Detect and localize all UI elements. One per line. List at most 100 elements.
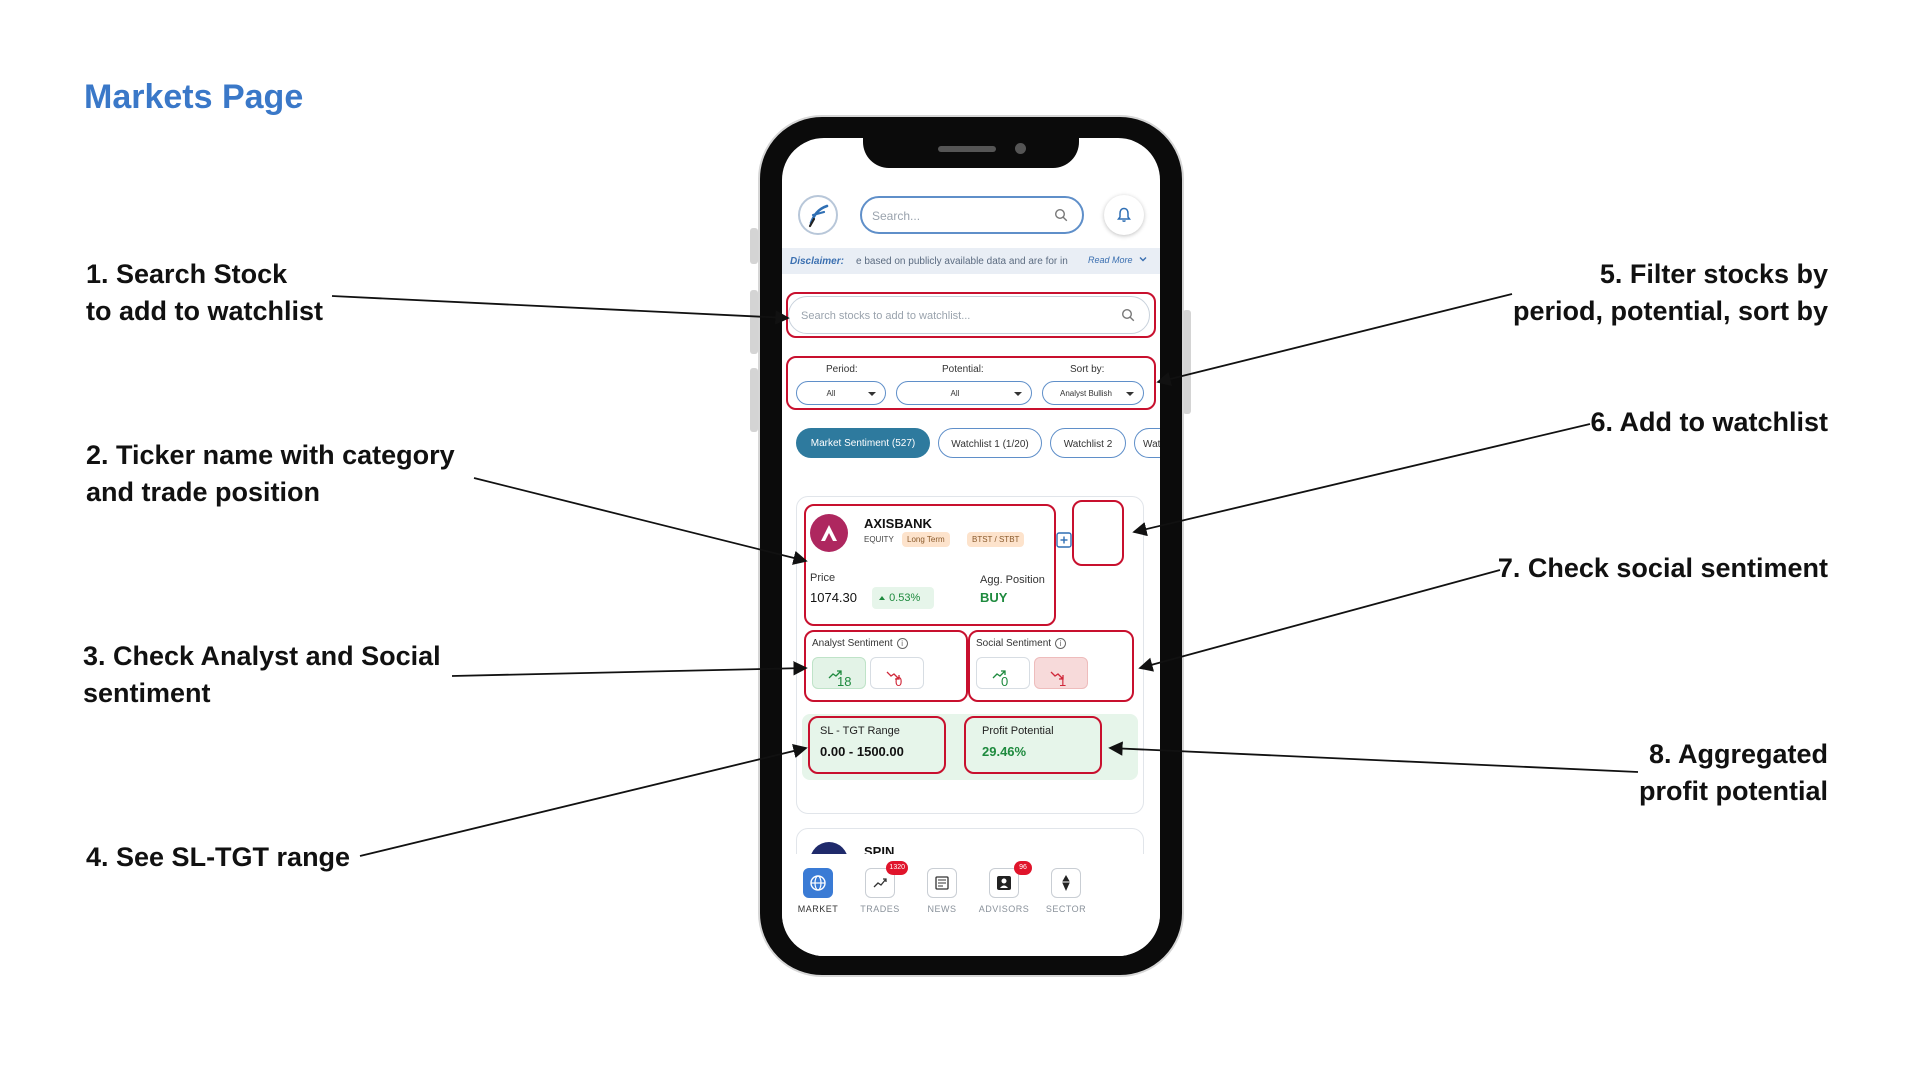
notification-badge: 1320 bbox=[886, 861, 908, 875]
logo-icon bbox=[808, 204, 829, 228]
tab-label: Market Sentiment (527) bbox=[810, 438, 916, 449]
trade-tag-label: BTST / STBT bbox=[972, 535, 1020, 544]
notifications-button[interactable] bbox=[1104, 195, 1144, 235]
sort-filter-label: Sort by: bbox=[1070, 364, 1105, 375]
globe-icon bbox=[803, 868, 833, 898]
nav-label: NEWS bbox=[927, 904, 957, 914]
nav-market[interactable]: MARKET bbox=[788, 868, 848, 914]
phone-screen: Search... Disclaimer: e based on publicl… bbox=[782, 138, 1160, 956]
potential-dropdown[interactable]: All bbox=[896, 381, 1032, 405]
watchlist-search-input[interactable]: Search stocks to add to watchlist... bbox=[788, 296, 1150, 334]
tab-market-sentiment[interactable]: Market Sentiment (527) bbox=[796, 428, 930, 458]
callout-profit-potential: 8. Aggregated profit potential bbox=[1480, 736, 1828, 810]
price-change-badge: 0.53% bbox=[872, 587, 934, 609]
info-icon[interactable]: i bbox=[896, 638, 908, 649]
callout-line: and trade position bbox=[86, 477, 321, 507]
social-bullish-pill[interactable]: 0 bbox=[976, 657, 1030, 689]
callout-line: 5. Filter stocks by bbox=[1599, 259, 1828, 289]
period-filter-label: Period: bbox=[826, 364, 858, 375]
callout-line: to add to watchlist bbox=[86, 296, 324, 326]
phone-volume-down-button bbox=[750, 368, 758, 432]
analyst-sentiment-text: Analyst Sentiment bbox=[812, 638, 893, 650]
callout-line: 4. See SL-TGT range bbox=[86, 842, 351, 872]
disclaimer-text: e based on publicly available data and a… bbox=[856, 256, 1068, 267]
leader-line-5 bbox=[1156, 293, 1513, 386]
phone-camera bbox=[1015, 143, 1026, 154]
leader-line-2 bbox=[473, 477, 808, 565]
leader-line-7 bbox=[1138, 569, 1501, 672]
search-icon bbox=[1054, 208, 1068, 222]
trade-tag: BTST / STBT bbox=[967, 532, 1025, 547]
add-to-watchlist-icon[interactable] bbox=[1056, 532, 1072, 548]
nav-news[interactable]: NEWS bbox=[912, 868, 972, 914]
potential-filter-label: Potential: bbox=[942, 364, 984, 375]
period-dropdown[interactable]: All bbox=[796, 381, 886, 405]
analyst-bullish-count: 18 bbox=[837, 674, 852, 689]
term-tag: Long Term bbox=[902, 532, 950, 547]
trend-up-icon bbox=[828, 669, 842, 679]
app-logo[interactable] bbox=[798, 195, 838, 235]
nav-trades[interactable]: 1320 TRADES bbox=[850, 861, 910, 914]
callout-line: sentiment bbox=[83, 678, 211, 708]
sltgt-value: 0.00 - 1500.00 bbox=[820, 744, 904, 759]
callout-line: 3. Check Analyst and Social bbox=[83, 641, 441, 671]
highlight-sltgt bbox=[808, 716, 946, 774]
callout-add-watchlist: 6. Add to watchlist bbox=[1480, 404, 1828, 441]
callout-line: 6. Add to watchlist bbox=[1590, 407, 1828, 437]
callout-filter-stocks: 5. Filter stocks by period, potential, s… bbox=[1480, 256, 1828, 330]
global-search-input[interactable]: Search... bbox=[860, 196, 1084, 234]
analyst-bearish-pill[interactable]: 0 bbox=[870, 657, 924, 689]
highlight-ticker bbox=[804, 504, 1056, 626]
info-icon[interactable]: i bbox=[1055, 638, 1067, 649]
tab-watchlist-3[interactable]: Watc bbox=[1134, 428, 1160, 458]
category-label: EQUITY bbox=[864, 535, 894, 544]
highlight-profit-potential bbox=[964, 716, 1102, 774]
tab-watchlist-2[interactable]: Watchlist 2 bbox=[1050, 428, 1126, 458]
period-value: All bbox=[826, 389, 836, 398]
search-icon bbox=[1121, 308, 1135, 322]
price-value: 1074.30 bbox=[810, 590, 857, 605]
price-change-value: 0.53% bbox=[889, 592, 921, 604]
sltgt-label: SL - TGT Range bbox=[820, 725, 900, 737]
analyst-bullish-pill[interactable]: 18 bbox=[812, 657, 866, 689]
page-title: Markets Page bbox=[84, 78, 304, 116]
callout-sl-tgt: 4. See SL-TGT range bbox=[86, 839, 350, 876]
highlight-filters bbox=[786, 356, 1156, 410]
notification-badge: 96 bbox=[1014, 861, 1032, 875]
sort-dropdown[interactable]: Analyst Bullish bbox=[1042, 381, 1144, 405]
newspaper-icon bbox=[927, 868, 957, 898]
nav-label: MARKET bbox=[797, 904, 839, 914]
highlight-watchlist-search bbox=[786, 292, 1156, 338]
leader-line-4 bbox=[359, 743, 808, 857]
callout-ticker-name: 2. Ticker name with category and trade p… bbox=[86, 437, 455, 511]
callout-line: period, potential, sort by bbox=[1512, 296, 1828, 326]
social-bearish-pill[interactable]: 1 bbox=[1034, 657, 1088, 689]
caret-down-icon bbox=[1014, 392, 1022, 396]
sector-icon bbox=[1051, 868, 1081, 898]
callout-line: 2. Ticker name with category bbox=[86, 440, 455, 470]
bottom-nav: MARKET 1320 TRADES NEWS 96 ADVISORS bbox=[782, 854, 1160, 956]
highlight-add-watchlist bbox=[1072, 500, 1124, 566]
nav-label: ADVISORS bbox=[978, 904, 1030, 914]
ticker-name[interactable]: AXISBANK bbox=[864, 516, 932, 531]
trend-down-icon bbox=[1050, 671, 1064, 680]
highlight-analyst-sentiment bbox=[804, 630, 968, 702]
read-more-link[interactable]: Read More bbox=[1088, 255, 1137, 265]
phone-mute-button bbox=[750, 228, 758, 264]
trend-down-icon bbox=[886, 671, 900, 680]
callout-analyst-social: 3. Check Analyst and Social sentiment bbox=[83, 638, 441, 712]
caret-down-icon bbox=[1126, 392, 1134, 396]
triangle-up-icon bbox=[879, 596, 885, 601]
agg-position-value: BUY bbox=[980, 590, 1008, 605]
leader-line-1 bbox=[331, 295, 790, 325]
callout-line: 1. Search Stock bbox=[86, 259, 288, 289]
chevron-down-icon[interactable] bbox=[1138, 254, 1148, 264]
tab-watchlist-1[interactable]: Watchlist 1 (1/20) bbox=[938, 428, 1042, 458]
callout-search-stock: 1. Search Stock to add to watchlist bbox=[86, 256, 323, 330]
nav-advisors[interactable]: 96 ADVISORS bbox=[974, 861, 1034, 914]
agg-position-label: Agg. Position bbox=[980, 574, 1045, 586]
highlight-social-sentiment bbox=[968, 630, 1134, 702]
nav-sector[interactable]: SECTOR bbox=[1036, 868, 1096, 914]
phone-speaker bbox=[938, 146, 996, 152]
